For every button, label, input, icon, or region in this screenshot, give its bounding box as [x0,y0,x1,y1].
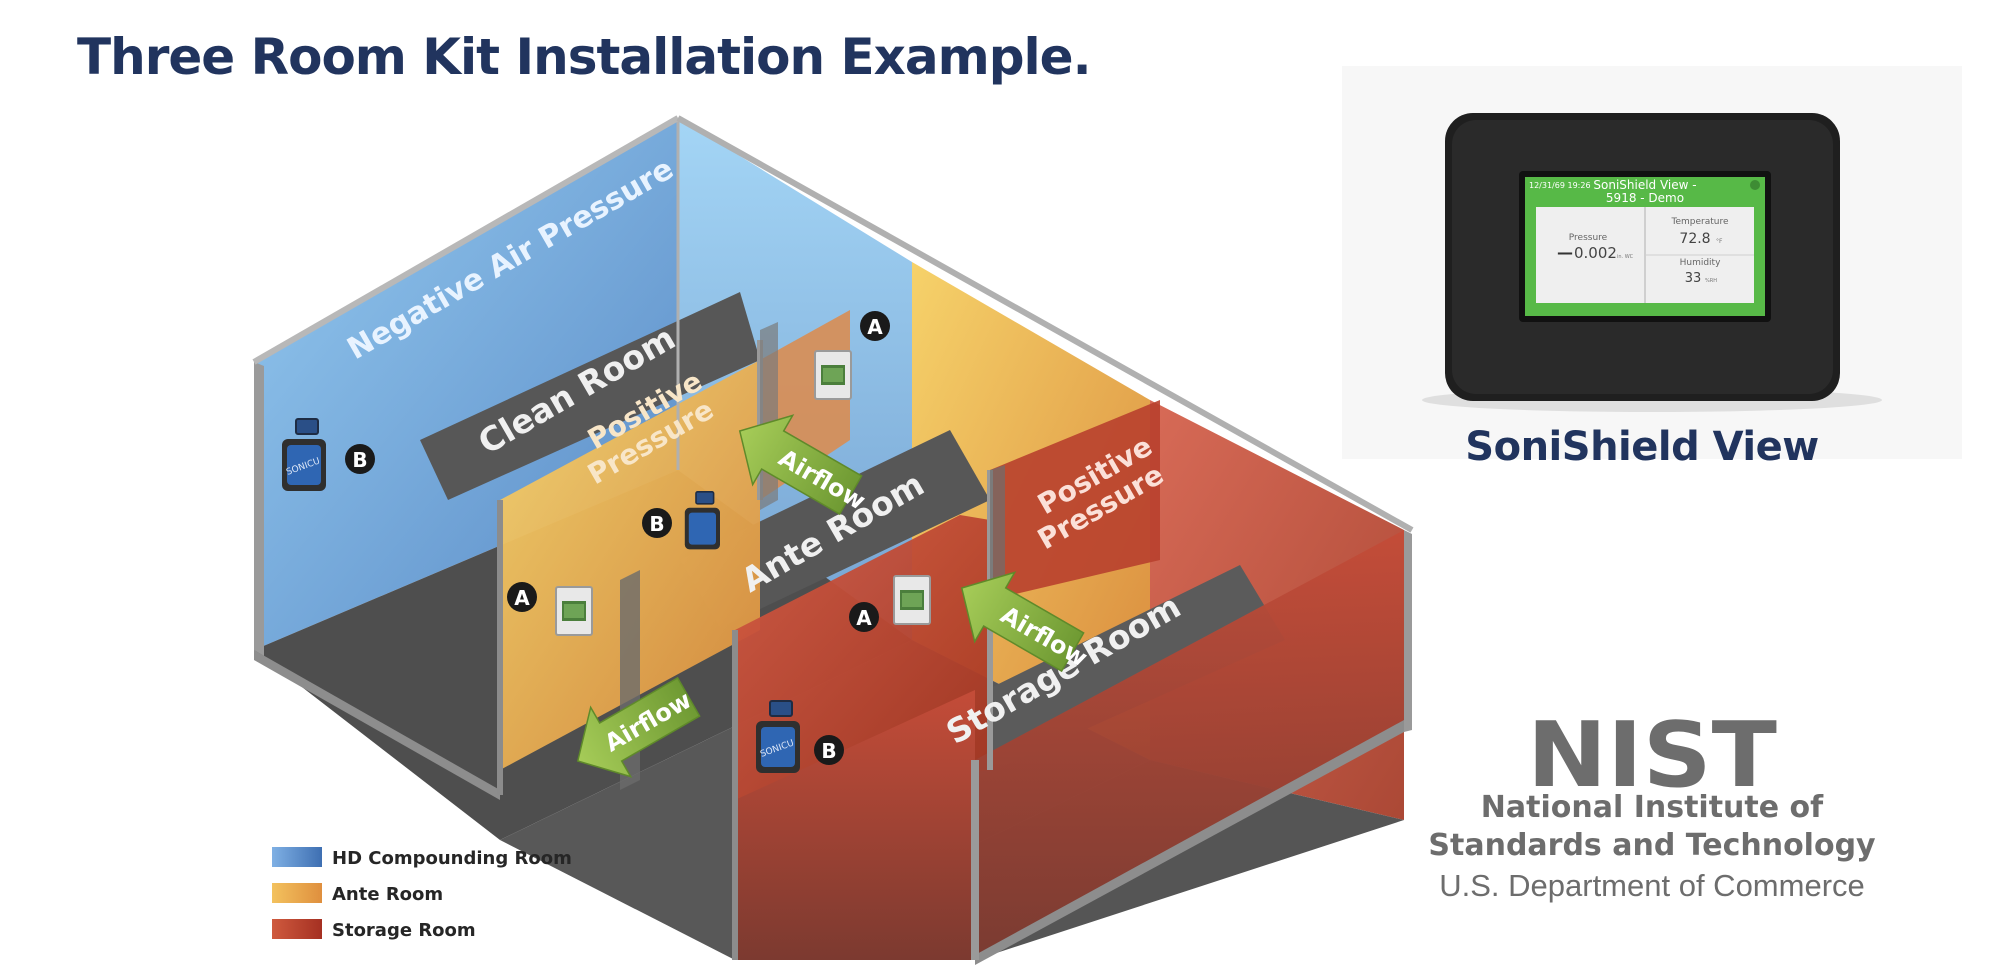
screen-datetime: 12/31/69 19:26 [1529,181,1591,190]
front-left-edge [254,650,500,800]
nist-department: U.S. Department of Commerce [1439,868,1865,903]
legend-label-hd: HD Compounding Room [332,848,572,869]
storage-room-front-left [735,690,975,960]
legend-swatch-storage [272,919,322,939]
screen-pressure-value: 0.002 [1574,244,1617,262]
marker-a-1: A [867,315,883,339]
clean-room-band [420,292,760,500]
nist-logo-icon: NIST [1527,703,1777,808]
storage-room-band [905,565,1285,790]
legend-swatch-ante [272,883,322,903]
screen-temperature-value: 72.8 [1679,231,1710,247]
storage-room-partition [990,400,1160,600]
legend: HD Compounding Room Ante Room Storage Ro… [272,847,572,941]
svg-text:—: — [1557,243,1573,262]
ante-room-left-wall [500,360,760,770]
nist-name-line2: Standards and Technology [1428,828,1876,863]
marker-a-2: A [514,586,530,610]
marker-b-2: B [649,512,664,536]
device-caption: SoniShield View [1465,424,1819,470]
nist-name-line1: National Institute of [1480,790,1824,825]
screen-temperature-unit: °F [1716,238,1723,245]
legend-swatch-hd [272,847,322,867]
screen-humidity-unit: %RH [1705,278,1717,284]
sensor-a-clean [814,350,852,400]
storage-room-front-wall [975,530,1404,960]
sonishield-device: 12/31/69 19:26 SoniShield View - 5918 - … [1445,113,1840,401]
screen-temperature-label: Temperature [1670,217,1728,227]
screen-humidity-value: 33 [1685,271,1702,286]
legend-label-storage: Storage Room [332,920,476,941]
screen-pressure-label: Pressure [1569,233,1608,243]
marker-b-3: B [821,739,836,763]
screen-title-line1: SoniShield View - [1593,178,1696,192]
page-title: Three Room Kit Installation Example. [77,28,1092,86]
sensor-a-ante [555,586,593,636]
marker-a-3: A [856,606,872,630]
screen-pressure-unit: in. WC [1617,254,1634,260]
marker-b-1: B [352,448,367,472]
screen-humidity-label: Humidity [1680,258,1721,268]
legend-label-ante: Ante Room [332,884,443,905]
sensor-a-storage [893,575,931,625]
screen-title-line2: 5918 - Demo [1606,191,1684,205]
negative-room-back-wall [254,118,678,650]
